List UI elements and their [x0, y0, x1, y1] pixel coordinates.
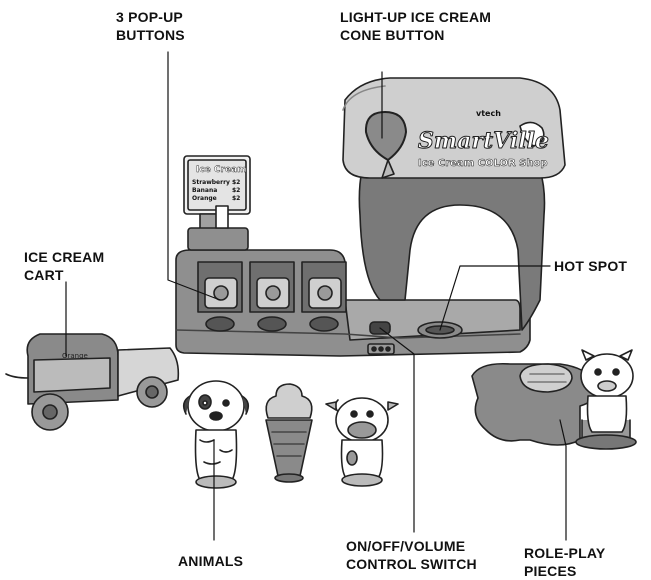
sign-brand: vtech — [476, 109, 501, 118]
label-line: PIECES — [524, 562, 605, 580]
menu-title: Ice Cream — [196, 165, 247, 175]
label-line: 3 POP-UP — [116, 8, 185, 26]
sign-subtitle: Ice Cream COLOR Shop — [418, 158, 548, 169]
label-animals: ANIMALS — [178, 552, 243, 570]
popup-buttons[interactable] — [198, 262, 346, 331]
label-popup-buttons: 3 POP-UP BUTTONS — [116, 8, 185, 44]
label-line: HOT SPOT — [554, 257, 627, 275]
label-line: LIGHT-UP ICE CREAM — [340, 8, 491, 26]
label-line: ON/OFF/VOLUME — [346, 537, 477, 555]
label-control-switch: ON/OFF/VOLUME CONTROL SWITCH — [346, 537, 477, 573]
ice-cream-cart — [6, 334, 178, 430]
label-line: ANIMALS — [178, 552, 243, 570]
label-line: ROLE-PLAY — [524, 544, 605, 562]
role-play-pieces — [472, 350, 636, 449]
menu-item-price: $2 — [232, 187, 240, 194]
label-cone-button: LIGHT-UP ICE CREAM CONE BUTTON — [340, 8, 491, 44]
label-line: CONE BUTTON — [340, 26, 491, 44]
label-role-play: ROLE-PLAY PIECES — [524, 544, 605, 580]
ice-cream-cone-piece — [266, 384, 312, 482]
label-line: ICE CREAM — [24, 248, 104, 266]
label-line: CONTROL SWITCH — [346, 555, 477, 573]
label-line: CART — [24, 266, 104, 284]
menu-item-price: $2 — [232, 179, 240, 186]
animal-cow — [326, 398, 398, 486]
animal-dog — [184, 381, 249, 488]
menu-item-name: Strawberry — [192, 179, 230, 186]
label-hot-spot: HOT SPOT — [554, 257, 627, 275]
menu-item-price: $2 — [232, 195, 240, 202]
menu-item-name: Orange — [192, 195, 217, 202]
sign-title: SmartVille — [418, 128, 549, 154]
label-ice-cream-cart: ICE CREAM CART — [24, 248, 104, 284]
menu-item-name: Banana — [192, 187, 217, 194]
label-line: BUTTONS — [116, 26, 185, 44]
